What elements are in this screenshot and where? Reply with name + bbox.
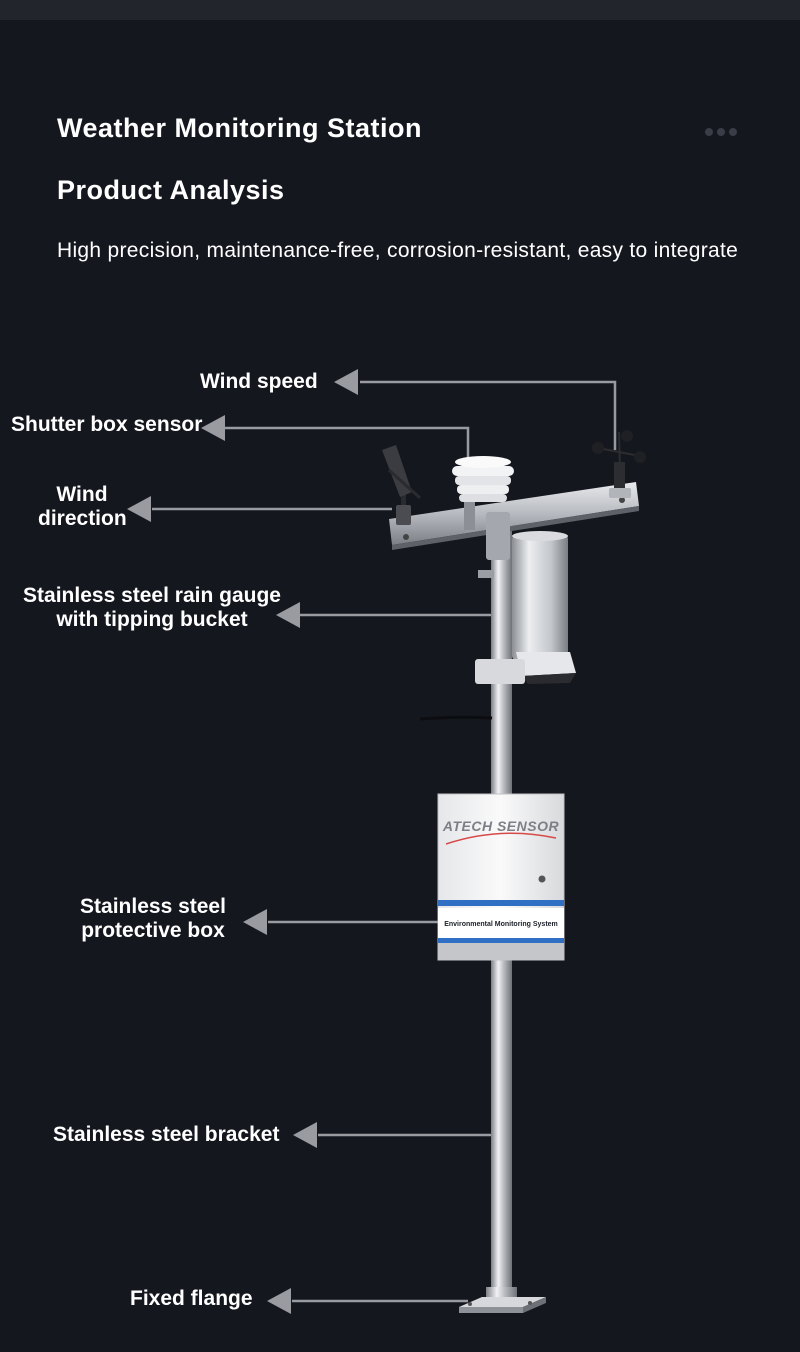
- shutter-box-sensor: [452, 456, 514, 530]
- leader-lines: [152, 380, 617, 1303]
- dot: [717, 128, 725, 136]
- dot: [705, 128, 713, 136]
- arrowhead: [201, 415, 225, 441]
- label-bracket: Stainless steel bracket: [53, 1123, 279, 1147]
- label-text: Fixed flange: [130, 1287, 253, 1310]
- top-strip: [0, 0, 800, 20]
- device-brand: ATECH SENSOR: [442, 818, 560, 834]
- page-subtitle: Product Analysis: [57, 175, 285, 205]
- label-line: with tipping bucket: [56, 608, 248, 631]
- arrowhead: [267, 1288, 291, 1314]
- label-line: direction: [38, 507, 127, 530]
- wind-direction-sensor: [382, 445, 422, 525]
- leader-shutter-box: [225, 426, 470, 462]
- page-tagline: High precision, maintenance-free, corros…: [57, 239, 739, 262]
- label-text: Wind speed: [200, 370, 318, 393]
- arrowhead: [243, 909, 267, 935]
- label-wind-speed: Wind speed: [200, 370, 318, 394]
- arrowhead: [127, 496, 151, 522]
- wind-speed-sensor: [592, 430, 646, 498]
- label-text: Shutter box sensor: [11, 413, 203, 436]
- arrowhead: [276, 602, 300, 628]
- arrowhead: [334, 369, 358, 395]
- label-rain-gauge: Stainless steel rain gauge with tipping …: [22, 584, 282, 632]
- fixed-flange: [459, 1287, 546, 1313]
- protective-box: [437, 793, 565, 961]
- label-protective-box: Stainless steel protective box: [79, 895, 227, 943]
- rain-gauge: [475, 531, 576, 684]
- label-wind-direction: Wind direction: [38, 483, 127, 531]
- label-line: Stainless steel rain gauge: [23, 584, 281, 607]
- sensor-cable: [419, 715, 493, 721]
- dot: [729, 128, 737, 136]
- label-line: Stainless steel: [80, 895, 226, 918]
- label-text: Stainless steel bracket: [53, 1123, 280, 1146]
- leader-wind-speed: [360, 380, 617, 450]
- arrowhead: [293, 1122, 317, 1148]
- cross-arm: [389, 482, 639, 560]
- label-line: Wind: [56, 483, 108, 506]
- arrowheads: [127, 369, 358, 1314]
- label-line: protective box: [81, 919, 225, 942]
- page-title: Weather Monitoring Station: [57, 113, 422, 143]
- label-shutter-box: Shutter box sensor: [11, 413, 202, 437]
- dots-decoration: [705, 128, 737, 136]
- device-panel-text: Environmental Monitoring System: [444, 921, 558, 928]
- label-flange: Fixed flange: [130, 1287, 253, 1311]
